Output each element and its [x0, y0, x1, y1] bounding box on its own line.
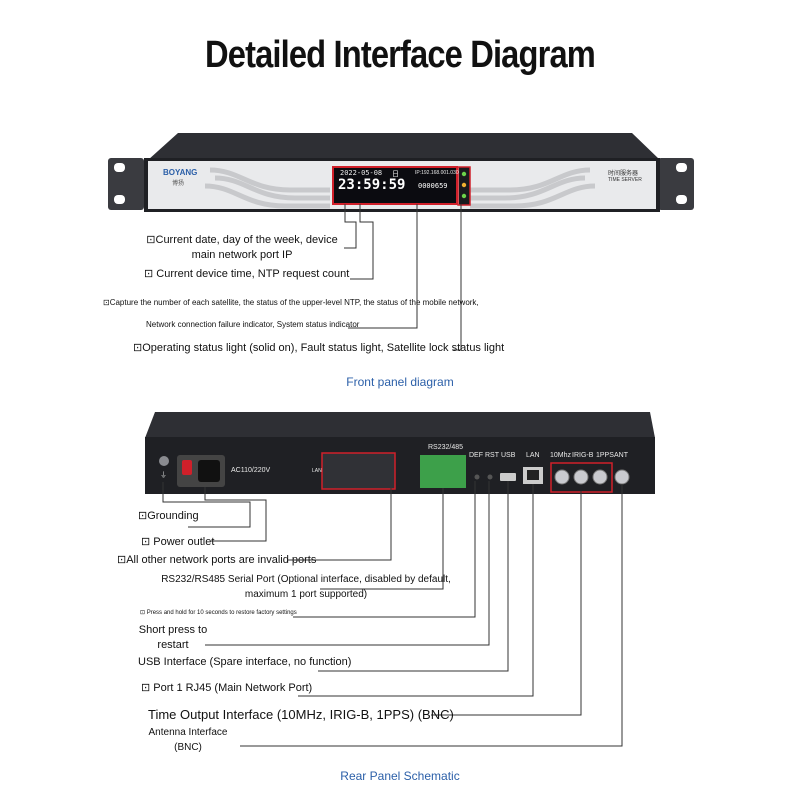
usb-port — [500, 473, 516, 481]
bnc-10mhz — [554, 469, 570, 485]
front-device-top — [148, 133, 660, 160]
label-grounding: ⊡Grounding — [138, 510, 199, 522]
label-antenna: Antenna Interface (BNC) — [148, 727, 228, 753]
lan-small-label: LAN — [312, 468, 322, 474]
model-title: 时间服务器 — [608, 171, 639, 177]
page-title: Detailed Interface Diagram — [205, 34, 596, 76]
irigb-label: IRIG-B — [572, 452, 594, 459]
rear-leader-lines — [162, 481, 623, 747]
brand-logo: BOYANG — [163, 168, 198, 177]
rear-face — [145, 437, 655, 494]
label-power-outlet: ⊡ Power outlet — [141, 536, 215, 548]
ground-screw — [159, 456, 169, 466]
rst-label: RST — [485, 452, 499, 459]
front-rack-ear-left — [108, 158, 144, 210]
front-display-highlight — [332, 166, 458, 205]
label-time-output: Time Output Interface (10MHz, IRIG-B, 1P… — [148, 707, 454, 722]
label-time-ntp: ⊡ Current device time, NTP request count — [144, 268, 350, 280]
display-weekday: 日 — [392, 171, 399, 178]
display-time: 23:59:59 — [338, 177, 406, 193]
rear-device-top — [145, 412, 655, 438]
display-ip: IP:192.168.001.030 — [415, 170, 459, 176]
lan-label: LAN — [526, 452, 540, 459]
def-button — [474, 474, 480, 480]
label-network-failure: Network connection failure indicator, Sy… — [146, 320, 360, 329]
svg-text:⏚: ⏚ — [160, 471, 167, 479]
bnc-irigb — [573, 469, 589, 485]
label-factory-reset: ⊡ Press and hold for 10 seconds to resto… — [140, 610, 297, 616]
bnc-ant — [614, 469, 630, 485]
label-date-ip: ⊡Current date, day of the week, device m… — [146, 234, 338, 261]
front-caption: Front panel diagram — [346, 375, 454, 389]
front-leader-lines — [344, 204, 462, 351]
rs-label: RS232/485 — [428, 444, 464, 451]
bnc-1pps — [592, 469, 608, 485]
ant-label: ANT — [614, 452, 628, 459]
lan-switch-block — [321, 452, 396, 490]
power-label: AC110/220V — [231, 467, 271, 474]
model-subtitle: TIME SERVER — [608, 177, 642, 183]
front-rack-ear-right — [658, 158, 694, 210]
brand-subtitle: 博扬 — [172, 181, 185, 187]
label-main-port: ⊡ Port 1 RJ45 (Main Network Port) — [141, 682, 313, 694]
rs-terminal-block — [420, 455, 466, 488]
rst-button — [487, 474, 493, 480]
label-invalid-ports: ⊡All other network ports are invalid por… — [117, 554, 317, 566]
label-serial-port: RS232/RS485 Serial Port (Optional interf… — [161, 574, 451, 600]
label-status-lights: ⊡Operating status light (solid on), Faul… — [133, 342, 505, 354]
display-date: 2022-05-08 — [340, 169, 383, 177]
label-satellite-status: ⊡Capture the number of each satellite, t… — [103, 298, 479, 307]
rear-caption: Rear Panel Schematic — [340, 769, 460, 783]
pps-label: 1PPS — [596, 452, 614, 459]
def-label: DEF — [469, 452, 483, 459]
front-display — [333, 167, 458, 205]
tenmhz-label: 10Mhz — [550, 452, 572, 459]
label-usb: USB Interface (Spare interface, no funct… — [138, 656, 352, 668]
usb-label: USB — [501, 452, 516, 459]
label-restart: Short press to restart — [138, 624, 208, 651]
display-ntp-count: 0000659 — [418, 182, 448, 190]
